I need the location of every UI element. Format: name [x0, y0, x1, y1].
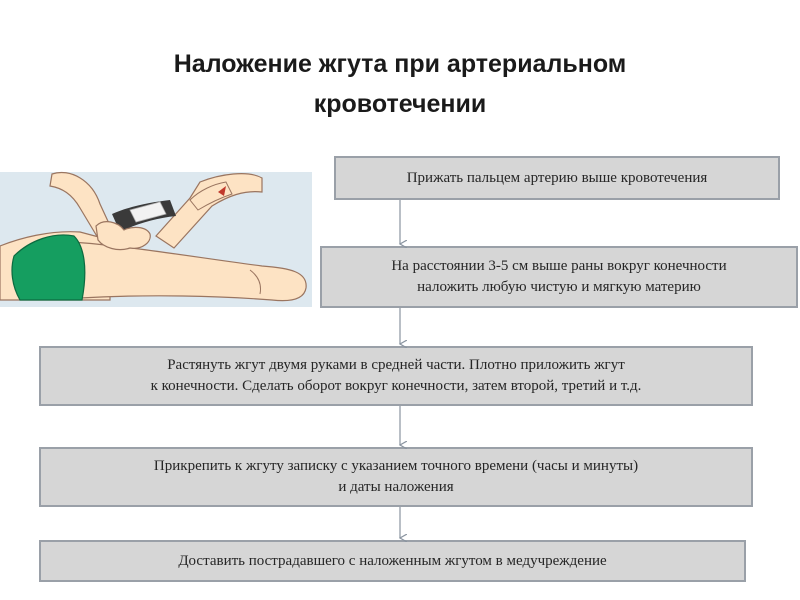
step-text-1: Прижать пальцем артерию выше кровотечени…	[407, 168, 708, 189]
title-line-1: Наложение жгута при артериальном	[0, 44, 800, 84]
step-box-1: Прижать пальцем артерию выше кровотечени…	[334, 156, 780, 200]
step-box-2: На расстоянии 3-5 см выше раны вокруг ко…	[320, 246, 798, 308]
step-text-4: Прикрепить к жгуту записку с указанием т…	[154, 456, 638, 498]
step-box-3: Растянуть жгут двумя руками в средней ча…	[39, 346, 753, 406]
step-box-4: Прикрепить к жгуту записку с указанием т…	[39, 447, 753, 507]
tourniquet-application-illustration	[0, 160, 312, 310]
step-text-3: Растянуть жгут двумя руками в средней ча…	[151, 355, 642, 397]
title-line-2: кровотечении	[0, 84, 800, 124]
page-title: Наложение жгута при артериальном кровоте…	[0, 44, 800, 124]
step-text-2: На расстоянии 3-5 см выше раны вокруг ко…	[391, 256, 726, 298]
step-box-5: Доставить пострадавшего с наложенным жгу…	[39, 540, 746, 582]
step-text-5: Доставить пострадавшего с наложенным жгу…	[178, 551, 606, 572]
